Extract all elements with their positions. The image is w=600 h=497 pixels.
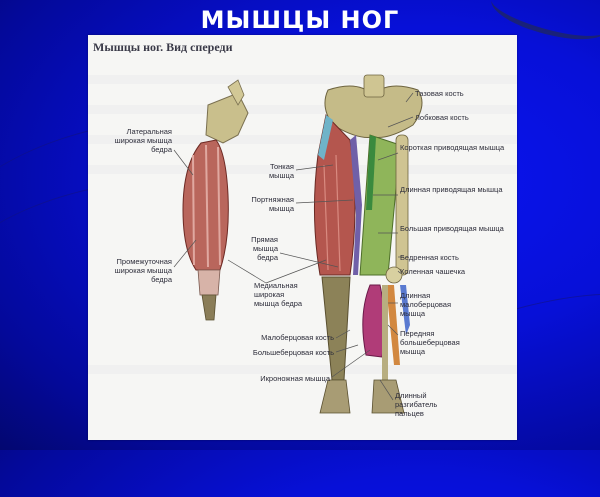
side-leg-drawing <box>182 79 249 321</box>
label-adductor-brevis: Короткая приводящая мышца <box>400 143 505 152</box>
label-peroneus-longus: Длинная малоберцовая мышца <box>400 291 452 318</box>
label-patella: Коленная чашечка <box>400 267 466 276</box>
label-tibia: Большеберцовая кость <box>252 348 334 357</box>
label-rectus-femoris: Прямая мышца бедра <box>251 235 278 262</box>
label-medial-vastus: Медиальная широкая мышца бедра <box>254 281 303 308</box>
label-adductor-longus: Длинная приводящая мышца <box>400 185 503 194</box>
label-adductor-magnus: Большая приводящая мышца <box>400 224 504 233</box>
label-lateral-vastus: Латеральная широкая мышца бедра <box>114 127 172 154</box>
label-femur: Бедренная кость <box>400 253 459 262</box>
label-pubic-bone: Лобковая кость <box>415 113 469 122</box>
label-fibula: Малоберцовая кость <box>261 333 334 342</box>
leg-illustration <box>173 74 423 414</box>
front-legs-drawing <box>313 74 423 414</box>
label-sartorius: Портняжная мышца <box>251 195 294 213</box>
slide-title: МЫШЦЫ НОГ <box>200 6 400 34</box>
leader-lines <box>173 92 414 401</box>
label-pelvis: Тазовая кость <box>415 89 464 98</box>
label-tibialis-anterior: Передняя большеберцовая мышца <box>400 329 460 356</box>
label-gastrocnemius: Икроножная мышца <box>260 374 330 383</box>
label-gracilis: Тонкая мышца <box>268 162 294 180</box>
anatomy-figure: Мышцы ног. Вид спереди <box>88 35 517 440</box>
figure-title: Мышцы ног. Вид спереди <box>93 40 233 54</box>
label-extensor-digitorum: Длинный разгибатель пальцев <box>395 391 438 418</box>
label-intermediate-vastus: Промежуточная широкая мышца бедра <box>114 257 172 284</box>
